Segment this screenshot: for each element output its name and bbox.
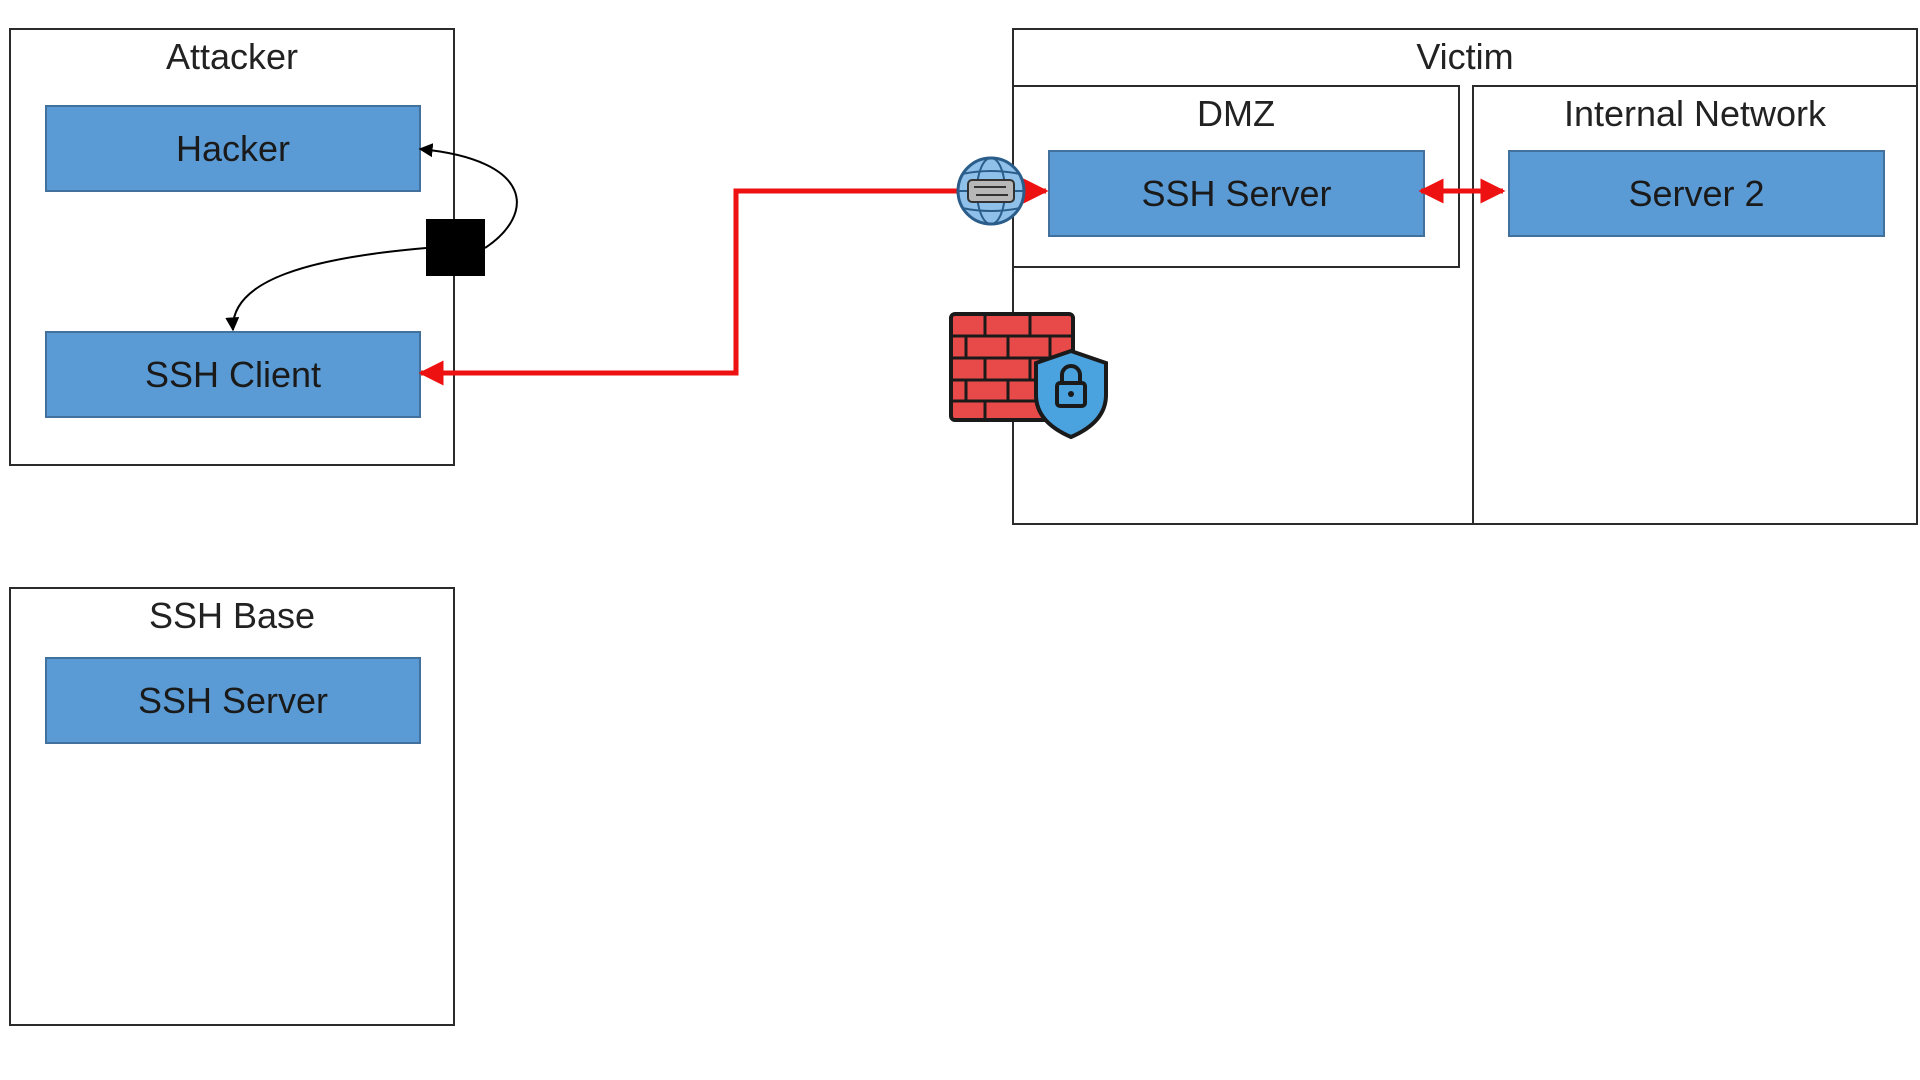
- ssh-base-zone-title: SSH Base: [148, 595, 316, 636]
- base-ssh-server-node[interactable]: SSH Server: [45, 657, 421, 744]
- internal-network-zone-title: Internal Network: [1563, 93, 1827, 134]
- reverse-tunnel-line: [418, 178, 1049, 386]
- hacker-node[interactable]: Hacker: [45, 105, 421, 192]
- dmz-zone: DMZ SSH Server: [1012, 85, 1460, 268]
- dmz-ssh-server-node[interactable]: SSH Server: [1048, 150, 1425, 237]
- victim-zone-title: Victim: [1416, 36, 1514, 77]
- server2-node[interactable]: Server 2: [1508, 150, 1885, 237]
- dmz-zone-title: DMZ: [1197, 93, 1275, 134]
- internal-network-zone: Internal Network Server 2: [1472, 85, 1918, 525]
- attacker-zone: Attacker Hacker SSH Client: [9, 28, 455, 466]
- attacker-zone-title: Attacker: [165, 36, 299, 77]
- ssh-client-node[interactable]: SSH Client: [45, 331, 421, 418]
- ssh-base-zone: SSH Base SSH Server: [9, 587, 455, 1026]
